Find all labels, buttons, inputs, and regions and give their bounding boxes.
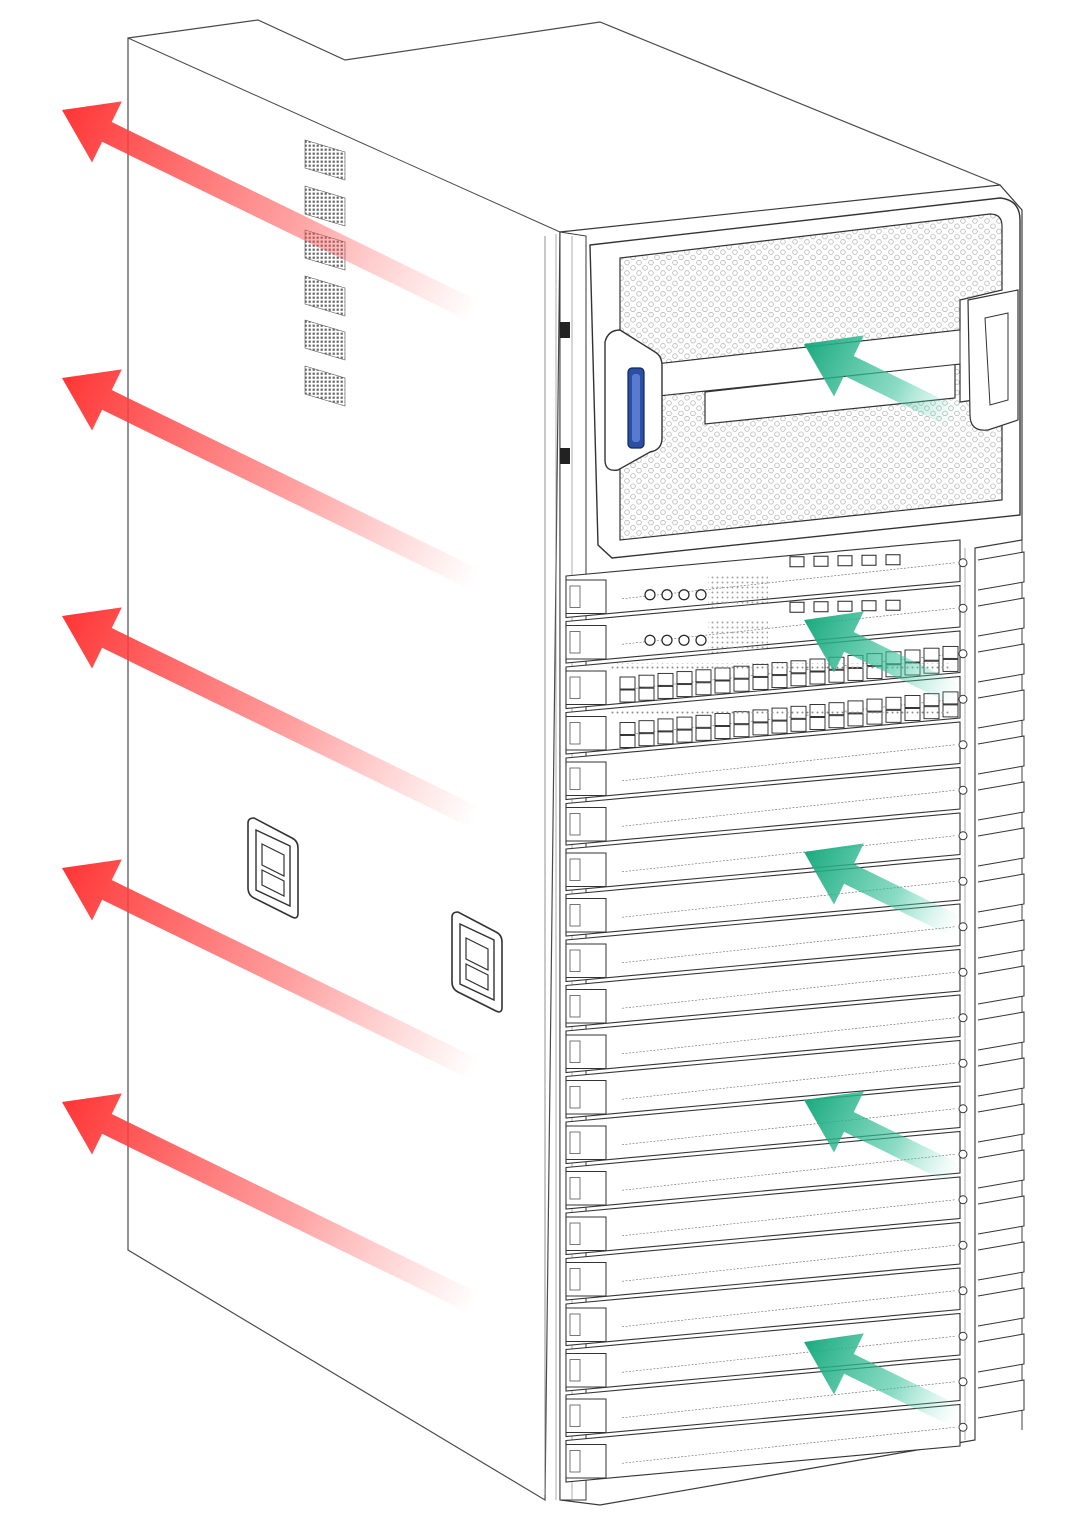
card-slot[interactable] xyxy=(565,584,968,664)
card-slot[interactable] xyxy=(565,630,968,710)
rail-tab xyxy=(977,689,1025,729)
card-slot[interactable] xyxy=(565,1176,968,1256)
intake-arrow xyxy=(804,611,962,705)
card-slot[interactable] xyxy=(565,903,968,983)
exhaust-arrows xyxy=(62,101,481,1314)
rail-tab xyxy=(977,597,1025,637)
card-slot[interactable] xyxy=(565,1039,968,1119)
rail-tab xyxy=(977,1333,1025,1373)
fan-tray xyxy=(589,197,1021,559)
card-slot[interactable] xyxy=(565,1085,968,1165)
card-slot[interactable] xyxy=(565,1312,968,1392)
side-handle-upper xyxy=(247,817,299,919)
vent-block xyxy=(304,319,346,361)
card-slot[interactable] xyxy=(565,948,968,1028)
rail-tab xyxy=(977,1287,1025,1327)
intake-arrows xyxy=(804,335,962,1427)
rail-tab xyxy=(977,873,1025,913)
card-slot[interactable] xyxy=(565,1130,968,1210)
intake-arrow xyxy=(804,1333,962,1427)
intake-arrow xyxy=(804,843,962,937)
rail-tab xyxy=(977,781,1025,821)
card-slot[interactable] xyxy=(565,1267,968,1347)
rail-tab xyxy=(977,1149,1025,1189)
rail-tab xyxy=(977,1057,1025,1097)
rail-tab xyxy=(977,1379,1025,1419)
right-rail-tabs xyxy=(977,551,1025,1419)
rail-tab xyxy=(977,1103,1025,1143)
rail-tab xyxy=(977,643,1025,683)
rail-tab xyxy=(977,965,1025,1005)
rail-tab xyxy=(977,735,1025,775)
exhaust-arrow xyxy=(62,1093,481,1314)
card-slot[interactable] xyxy=(565,721,968,801)
card-slot[interactable] xyxy=(565,1221,968,1301)
card-slots xyxy=(565,539,968,1483)
rail-tab xyxy=(977,1241,1025,1281)
exhaust-arrow xyxy=(62,607,481,828)
rail-tab xyxy=(977,827,1025,867)
card-slot[interactable] xyxy=(565,1403,968,1483)
exhaust-arrow xyxy=(62,101,481,322)
card-slot[interactable] xyxy=(565,766,968,846)
rail-tab xyxy=(977,1011,1025,1051)
card-slot[interactable] xyxy=(565,812,968,892)
side-handle-lower xyxy=(451,911,503,1013)
rail-tab xyxy=(977,1195,1025,1235)
vent-block xyxy=(304,365,346,407)
rail-tab xyxy=(977,551,1025,591)
card-slot[interactable] xyxy=(565,675,968,755)
vent-block xyxy=(304,275,346,317)
intake-arrow xyxy=(804,335,962,429)
card-slot[interactable] xyxy=(565,994,968,1074)
vent-block xyxy=(304,185,346,227)
exhaust-arrow xyxy=(62,369,481,590)
intake-arrow xyxy=(804,1091,962,1185)
exhaust-arrow xyxy=(62,859,481,1080)
rail-tab xyxy=(977,919,1025,959)
vent-block xyxy=(304,139,346,181)
